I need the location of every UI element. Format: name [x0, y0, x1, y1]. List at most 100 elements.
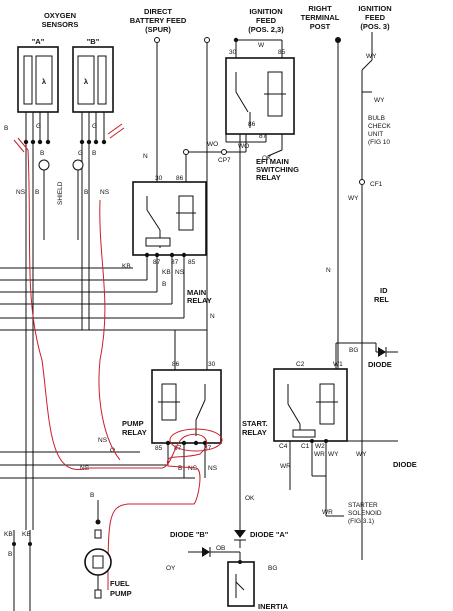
svg-text:STARTER: STARTER — [348, 502, 378, 509]
red-hand-drawn-route — [27, 149, 208, 591]
svg-text:B: B — [92, 150, 96, 157]
svg-text:KB: KB — [4, 531, 13, 538]
svg-text:B: B — [35, 189, 39, 196]
svg-text:"A": "A" — [32, 37, 45, 46]
svg-text:30: 30 — [155, 175, 163, 182]
svg-text:SOLENOID: SOLENOID — [348, 510, 382, 517]
svg-text:85: 85 — [155, 445, 163, 452]
svg-text:N: N — [210, 313, 215, 320]
svg-text:NS: NS — [100, 189, 110, 196]
svg-text:RIGHT: RIGHT — [308, 4, 332, 13]
svg-text:λ: λ — [42, 77, 47, 86]
diode-right-label-2: DIODE — [393, 460, 417, 469]
svg-text:B: B — [178, 465, 182, 472]
svg-text:BULB: BULB — [368, 115, 385, 122]
oxygen-sensor-b: "B" λ — [72, 37, 114, 113]
svg-text:C1: C1 — [301, 443, 310, 450]
svg-text:NS: NS — [175, 269, 185, 276]
svg-text:N: N — [326, 267, 331, 274]
svg-text:MAIN: MAIN — [187, 288, 206, 297]
svg-text:C2: C2 — [296, 361, 305, 368]
svg-text:30: 30 — [208, 361, 216, 368]
start-relay-wires: N BG DIODE WR WR WY WY WR STARTER SOLENO… — [280, 37, 417, 525]
right-cut-label-1: ID — [380, 286, 388, 295]
svg-text:KB: KB — [22, 531, 31, 538]
svg-text:FEED: FEED — [256, 16, 277, 25]
svg-text:WY: WY — [374, 97, 385, 104]
svg-text:OB: OB — [216, 545, 225, 552]
svg-text:DIODE "B": DIODE "B" — [170, 530, 209, 539]
header-ignition-feed-pos3: IGNITION FEED (POS. 3) — [358, 4, 391, 31]
svg-text:CF1: CF1 — [370, 181, 383, 188]
svg-text:B: B — [8, 551, 12, 558]
svg-text:BG: BG — [349, 347, 358, 354]
red-mark-a — [13, 137, 29, 153]
svg-text:WY: WY — [348, 195, 359, 202]
svg-text:(POS. 3): (POS. 3) — [360, 22, 390, 31]
svg-text:START.: START. — [242, 419, 268, 428]
svg-text:BATTERY FEED: BATTERY FEED — [130, 16, 187, 25]
svg-text:G: G — [36, 123, 41, 130]
svg-text:NS: NS — [98, 437, 108, 444]
svg-text:FEED: FEED — [365, 13, 386, 22]
red-mark-b — [107, 123, 125, 139]
svg-text:DIODE "A": DIODE "A" — [250, 530, 289, 539]
svg-text:87: 87 — [259, 133, 267, 140]
svg-text:87: 87 — [204, 445, 212, 452]
svg-text:B: B — [90, 492, 94, 499]
header-right-terminal-post: RIGHT TERMINAL POST — [301, 4, 340, 31]
svg-text:SENSORS: SENSORS — [42, 20, 79, 29]
svg-text:POST: POST — [310, 22, 331, 31]
svg-text:C4: C4 — [279, 443, 288, 450]
svg-text:RELAY: RELAY — [242, 428, 267, 437]
svg-text:KB: KB — [122, 263, 131, 270]
red-circle-pump-pins — [169, 428, 223, 452]
header-oxygen-sensors: OXYGEN SENSORS — [42, 11, 79, 29]
svg-text:TERMINAL: TERMINAL — [301, 13, 340, 22]
diode-a: OK DIODE "A" — [234, 134, 289, 548]
svg-text:N: N — [143, 153, 148, 160]
svg-text:30: 30 — [229, 49, 237, 56]
svg-text:B: B — [84, 189, 88, 196]
svg-text:"B": "B" — [87, 37, 100, 46]
svg-text:OK: OK — [262, 155, 272, 162]
svg-text:(FIG 10: (FIG 10 — [368, 139, 390, 146]
start-relay: C2 W1 C4 C1 W2 START. RELAY — [242, 361, 348, 450]
svg-text:RELAY: RELAY — [187, 296, 212, 305]
svg-text:PUMP: PUMP — [122, 419, 144, 428]
svg-text:NS: NS — [208, 465, 218, 472]
oxygen-sensor-a: "A" λ — [17, 37, 59, 113]
diode-right-label: DIODE — [368, 360, 392, 369]
left-bus-wires — [0, 267, 207, 479]
svg-text:W: W — [258, 42, 265, 49]
svg-text:86: 86 — [176, 175, 184, 182]
svg-text:IGNITION: IGNITION — [249, 7, 282, 16]
svg-text:(SPUR): (SPUR) — [145, 25, 171, 34]
svg-text:WO: WO — [207, 141, 218, 148]
svg-text:WY: WY — [366, 53, 377, 60]
svg-text:85: 85 — [188, 259, 196, 266]
svg-text:OY: OY — [166, 565, 176, 572]
svg-text:IGNITION: IGNITION — [358, 4, 391, 13]
svg-text:WR: WR — [280, 463, 291, 470]
ignition-pos3-wires: WY WY BULB CHECK UNIT (FIG 10 CF1 WY ID … — [348, 32, 391, 560]
pump-relay: 86 30 85 87 87 PUMP RELAY — [122, 361, 222, 452]
svg-text:B: B — [4, 125, 8, 132]
svg-text:W2: W2 — [315, 443, 325, 450]
svg-text:87: 87 — [171, 259, 179, 266]
svg-text:(FIG 3.1): (FIG 3.1) — [348, 518, 374, 525]
svg-text:RELAY: RELAY — [256, 173, 281, 182]
svg-text:CHECK: CHECK — [368, 123, 391, 130]
fuel-pump: B FUEL PUMP — [84, 492, 132, 599]
svg-text:NS: NS — [16, 189, 26, 196]
svg-text:DIRECT: DIRECT — [144, 7, 172, 16]
main-relay: 30 86 87 87 85 MAIN RELAY — [132, 175, 212, 305]
svg-text:86: 86 — [172, 361, 180, 368]
header-ignition-feed-pos23: IGNITION FEED (POS. 2,3) — [248, 7, 284, 34]
inertia-switch: BG INERTIA — [227, 552, 289, 611]
svg-text:WR: WR — [314, 451, 325, 458]
svg-text:CP7: CP7 — [218, 157, 231, 164]
svg-text:OK: OK — [245, 495, 255, 502]
diode-b: DIODE "B" OY OB — [166, 530, 240, 572]
svg-text:B: B — [40, 150, 44, 157]
